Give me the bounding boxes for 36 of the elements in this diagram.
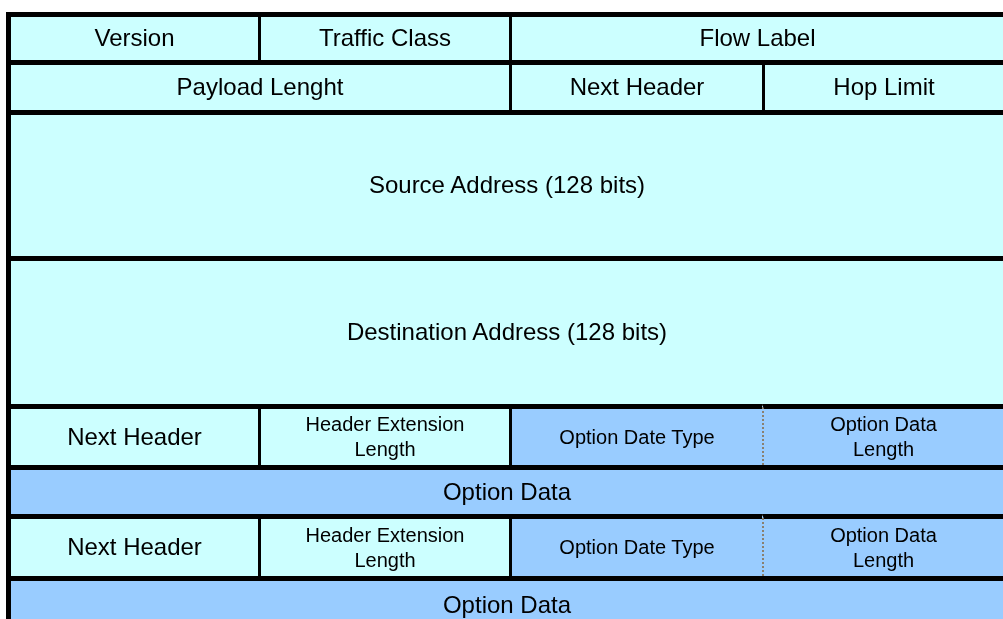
header-field-cell — [258, 12, 509, 60]
header-field-cell — [6, 514, 258, 576]
header-field-cell — [6, 256, 1003, 404]
header-field-cell — [762, 514, 1003, 576]
header-field-cell — [6, 465, 1003, 514]
field-label: Next Header — [67, 533, 202, 562]
header-field-cell — [509, 514, 762, 576]
field-label: Next Header — [67, 422, 202, 452]
header-field-cell — [6, 60, 509, 110]
field-label: Flow Label — [699, 24, 816, 53]
field-label: Version — [94, 24, 175, 53]
header-field-cell — [258, 514, 509, 576]
field-label: Next Header — [569, 73, 705, 102]
header-field-cell — [509, 60, 762, 110]
header-field-cell — [509, 404, 762, 465]
header-field-cell — [258, 404, 509, 465]
field-label: Source Address (128 bits) — [368, 171, 646, 200]
header-field-cell — [509, 12, 1003, 60]
header-field-cell — [762, 60, 1003, 110]
field-label: Hop Limit — [833, 73, 935, 102]
header-field-cell — [6, 576, 1003, 619]
field-label: Option Date Type — [559, 535, 715, 560]
header-field-cell — [762, 404, 1003, 465]
field-label: Option Data — [442, 477, 572, 507]
field-label: Traffic Class — [319, 24, 451, 53]
field-label: Header Extension Length — [304, 522, 466, 573]
header-field-cell — [6, 110, 1003, 256]
field-label: Option Data Length — [829, 522, 938, 573]
field-label: Payload Lenght — [176, 73, 344, 102]
header-field-cell — [6, 12, 258, 60]
field-label: Option Data Length — [829, 412, 938, 462]
field-label: Header Extension Length — [304, 412, 466, 462]
field-label: Option Data — [442, 591, 572, 619]
field-label: Option Date Type — [559, 424, 715, 450]
header-field-cell — [6, 404, 258, 465]
field-label: Destination Address (128 bits) — [346, 318, 668, 347]
